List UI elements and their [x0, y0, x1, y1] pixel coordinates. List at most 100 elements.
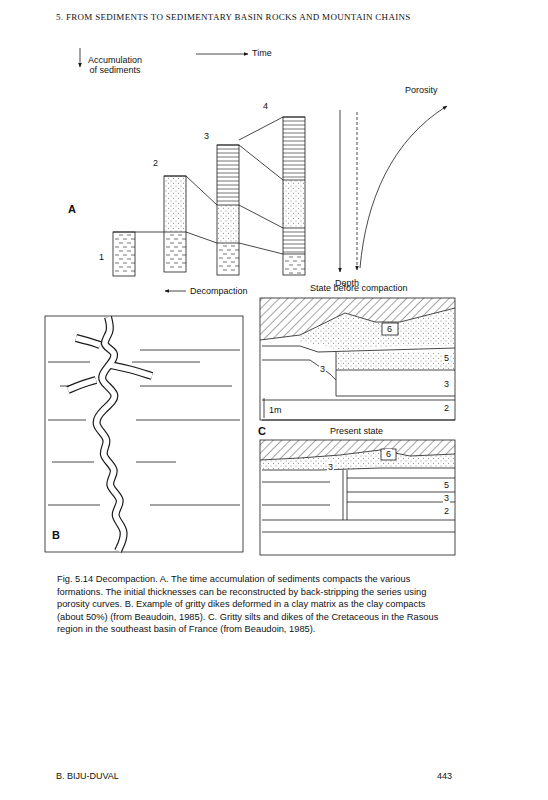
figure-line: [140, 386, 232, 387]
callout-number: 5: [443, 480, 450, 490]
figure-line: [262, 505, 330, 506]
figure-line: [235, 258, 239, 259]
figure-line: [123, 263, 127, 264]
panel-frame: [45, 316, 243, 552]
figure-line: [131, 255, 135, 256]
callout-number: 3: [443, 493, 450, 503]
figure-line: [297, 257, 301, 258]
figure-line: [170, 243, 174, 244]
figure-line: [178, 251, 182, 252]
figure-line: [227, 250, 231, 251]
figure-line: [131, 263, 135, 264]
figure-line: [174, 255, 178, 256]
figure-line: [115, 271, 119, 272]
figure-line: [343, 470, 344, 520]
porosity-curve: [360, 106, 447, 268]
figure-line: [283, 145, 305, 146]
panel-letter: A: [68, 203, 76, 216]
panel-letter: B: [52, 529, 60, 542]
figure-line: [283, 129, 305, 130]
figure-line: [119, 251, 123, 252]
figure-line: [283, 248, 305, 249]
figure-line: [283, 133, 305, 134]
figure-line: [217, 173, 239, 174]
figure-line: [186, 232, 217, 243]
callout-number: 3: [204, 131, 209, 141]
figure-line: [182, 239, 186, 240]
figure-line: [217, 243, 239, 244]
figure-line: [227, 258, 231, 259]
figure-line: [283, 121, 305, 122]
figure-line: [217, 161, 239, 162]
figure-line: [127, 235, 131, 236]
gritty-dike: [68, 380, 96, 390]
figure-line: [289, 265, 293, 266]
figure-line: [182, 255, 186, 256]
figure-line: [223, 262, 227, 263]
figure-line: [219, 266, 223, 267]
callout-number: 2: [153, 158, 158, 168]
figure-line: [178, 267, 182, 268]
figure-line: [262, 468, 455, 470]
sediment-column: [217, 145, 239, 275]
figure-line: [217, 165, 239, 166]
figure-line: [239, 243, 283, 254]
figure-line: [235, 266, 239, 267]
page-number: 443: [437, 771, 452, 781]
figure-line: [48, 505, 100, 506]
figure-line: [336, 352, 337, 396]
figure-line: [231, 270, 235, 271]
figure-line: [239, 117, 283, 140]
figure-line: [223, 254, 227, 255]
figure-line: [178, 243, 182, 244]
figure-line: [293, 269, 297, 270]
figure-line: [174, 263, 178, 264]
figure-line: [283, 236, 305, 237]
gritty-dike-fill: [68, 380, 96, 390]
figure-line: [231, 246, 235, 247]
figure-line: [219, 250, 223, 251]
figure-line: [283, 254, 305, 255]
figure-line: [262, 520, 455, 521]
figure-line: [283, 125, 305, 126]
gritty-dike-fill: [110, 365, 152, 376]
figure-line: [260, 308, 455, 340]
scale-label: 1m: [268, 405, 283, 415]
panel-frame: [260, 298, 455, 420]
callout-number: 4: [263, 101, 268, 111]
figure-line: [239, 145, 283, 180]
callout-number: 3: [319, 364, 326, 374]
figure-line: [123, 239, 127, 240]
figure-line: [127, 243, 131, 244]
axis-label: Porosity: [405, 85, 438, 95]
figure-line: [293, 261, 297, 262]
figure-line: [131, 271, 135, 272]
figure-line: [217, 193, 239, 194]
panel-title: State before compaction: [310, 283, 408, 293]
figure-line: [166, 239, 170, 240]
figure-line: [178, 235, 182, 236]
callout-number: 3: [443, 379, 450, 389]
figure-line: [115, 255, 119, 256]
figure-line: [336, 396, 455, 397]
footer-author: B. BIJU-DUVAL: [56, 771, 119, 781]
figure-line: [283, 232, 305, 233]
figure-line: [301, 261, 305, 262]
panel-letter: C: [258, 425, 266, 438]
figure-line: [283, 157, 305, 158]
figure-line: [80, 48, 81, 67]
figure-line: [170, 259, 174, 260]
figure-line: [52, 462, 94, 463]
figure-line: [283, 180, 305, 181]
figure-line: [235, 250, 239, 251]
figure-line: [136, 462, 176, 463]
figure-line: [227, 266, 231, 267]
figure-line: [123, 271, 127, 272]
figure-line: [283, 153, 305, 154]
gritty-dike-fill: [76, 338, 100, 345]
callout-number: 2: [443, 506, 450, 516]
callout-number: 5: [443, 353, 450, 363]
gritty-dike: [76, 338, 100, 345]
figure-line: [132, 362, 200, 363]
figure-line: [262, 400, 455, 401]
